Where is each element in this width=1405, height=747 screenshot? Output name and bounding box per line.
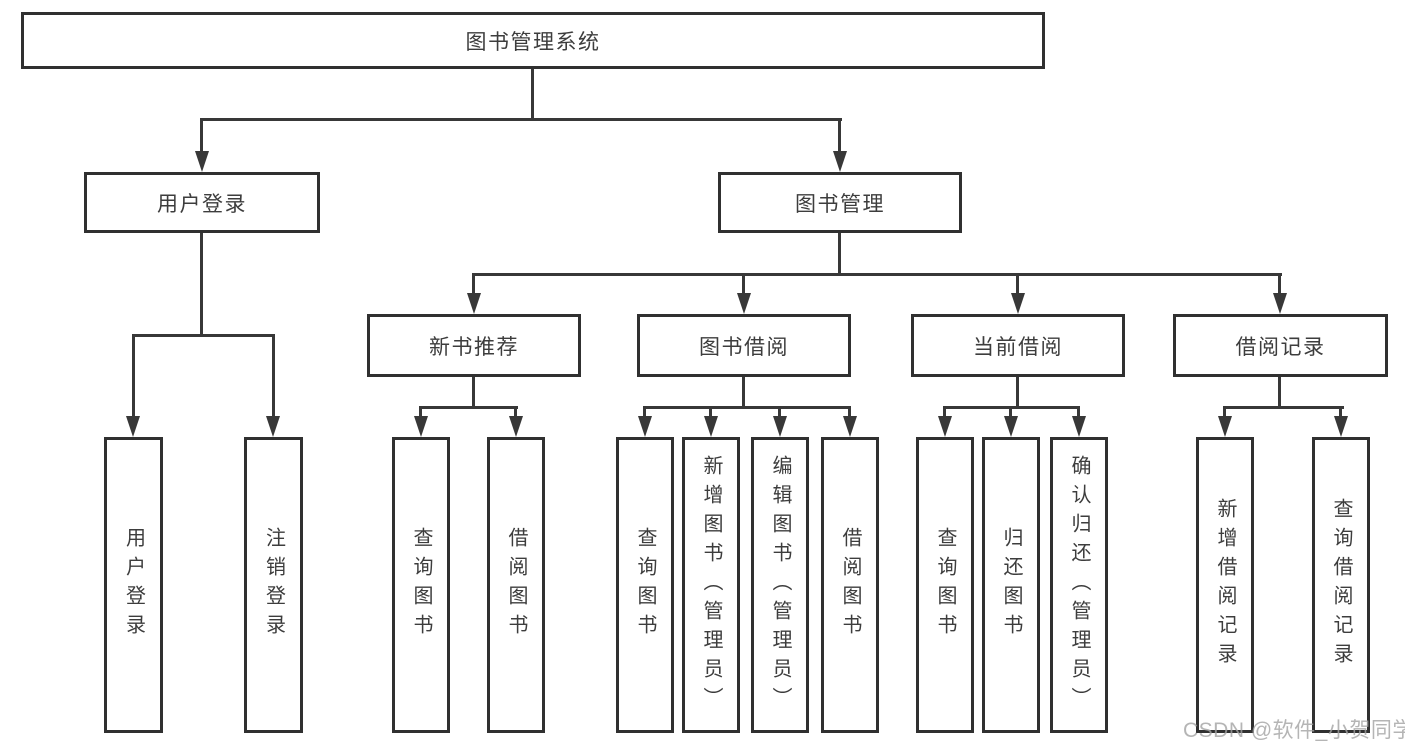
node-label: 借阅图书	[505, 527, 527, 643]
connector-group1-stem	[742, 377, 745, 408]
arrowhead-mgmt-branch	[833, 151, 847, 172]
leaf-logout: 注销登录	[244, 437, 303, 733]
arrowhead-new-book	[467, 293, 481, 314]
connector-user-splitter	[132, 334, 275, 337]
node-borrowing-records: 借阅记录	[1173, 314, 1388, 377]
connector-drop-logout	[272, 334, 275, 417]
arrowhead-group0-leaf1	[509, 416, 523, 437]
connector-drop-group2-leaf1	[1009, 406, 1012, 418]
node-label: 用户登录	[157, 192, 247, 216]
connector-drop-borrow-records	[1278, 273, 1281, 295]
node-label: 查询图书	[934, 527, 956, 643]
csdn-watermark: CSDN @软件_小贺同学	[1183, 719, 1405, 742]
connector-group2-stem	[1016, 377, 1019, 408]
leaf-query-books-recommend: 查询图书	[392, 437, 450, 733]
node-new-book-recommend: 新书推荐	[367, 314, 581, 377]
node-label: 借阅记录	[1235, 335, 1326, 359]
leaf-query-books-current: 查询图书	[916, 437, 974, 733]
connector-group3-stem	[1278, 377, 1281, 408]
node-label: 新增图书（管理员）	[700, 454, 722, 716]
node-label: 新书推荐	[429, 335, 519, 359]
connector-drop-user-branch	[200, 118, 203, 153]
leaf-edit-books-admin: 编辑图书（管理员）	[751, 437, 809, 733]
connector-drop-user-login	[132, 334, 135, 417]
connector-drop-new-book	[472, 273, 475, 295]
node-label: 注销登录	[262, 527, 285, 643]
connector-level2-splitter	[200, 118, 842, 121]
node-book-borrowing: 图书借阅	[637, 314, 851, 377]
connector-drop-group1-leaf3	[848, 406, 851, 418]
arrowhead-group2-leaf1	[1004, 416, 1018, 437]
arrowhead-group2-leaf0	[938, 416, 952, 437]
node-user-login-branch: 用户登录	[84, 172, 320, 233]
connector-drop-group2-leaf2	[1077, 406, 1080, 418]
arrowhead-group1-leaf0	[638, 416, 652, 437]
connector-drop-group0-leaf1	[514, 406, 517, 418]
connector-drop-group3-leaf0	[1223, 406, 1226, 418]
leaf-borrow-books-recommend: 借阅图书	[487, 437, 545, 733]
arrowhead-group1-leaf1	[704, 416, 718, 437]
node-root-library-system: 图书管理系统	[21, 12, 1045, 69]
connector-drop-book-borrow	[742, 273, 745, 295]
arrowhead-group3-leaf1	[1334, 416, 1348, 437]
connector-user-stem	[200, 233, 203, 336]
node-label: 查询借阅记录	[1330, 498, 1352, 672]
arrowhead-group1-leaf2	[773, 416, 787, 437]
node-label: 图书管理	[795, 192, 885, 216]
connector-group1-splitter	[643, 406, 851, 409]
node-label: 编辑图书（管理员）	[769, 454, 791, 716]
node-label: 图书管理系统	[465, 30, 601, 54]
connector-drop-group0-leaf0	[419, 406, 422, 418]
arrowhead-group2-leaf2	[1072, 416, 1086, 437]
connector-root-stem	[531, 69, 534, 120]
leaf-return-books: 归还图书	[982, 437, 1040, 733]
arrowhead-user-login	[126, 416, 140, 437]
node-label: 用户登录	[122, 527, 145, 643]
connector-drop-group1-leaf1	[709, 406, 712, 418]
connector-drop-group1-leaf0	[643, 406, 646, 418]
leaf-add-borrow-record: 新增借阅记录	[1196, 437, 1254, 733]
connector-group0-stem	[472, 377, 475, 408]
node-label: 借阅图书	[839, 527, 861, 643]
arrowhead-book-borrow	[737, 293, 751, 314]
connector-drop-group1-leaf2	[778, 406, 781, 418]
arrowhead-user-branch	[195, 151, 209, 172]
node-label: 新增借阅记录	[1214, 498, 1236, 672]
leaf-query-borrow-record: 查询借阅记录	[1312, 437, 1370, 733]
leaf-user-login: 用户登录	[104, 437, 163, 733]
connector-group3-splitter	[1223, 406, 1344, 409]
node-label: 查询图书	[634, 527, 656, 643]
leaf-query-books-borrowing: 查询图书	[616, 437, 674, 733]
arrowhead-group3-leaf0	[1218, 416, 1232, 437]
node-current-borrowing: 当前借阅	[911, 314, 1125, 377]
connector-group0-splitter	[419, 406, 518, 409]
node-book-management-branch: 图书管理	[718, 172, 962, 233]
arrowhead-logout	[266, 416, 280, 437]
arrowhead-borrow-records	[1273, 293, 1287, 314]
connector-drop-group3-leaf1	[1339, 406, 1342, 418]
connector-mgmt-stem	[838, 233, 841, 275]
leaf-confirm-return-admin: 确认归还（管理员）	[1050, 437, 1108, 733]
leaf-add-books-admin: 新增图书（管理员）	[682, 437, 740, 733]
arrowhead-group0-leaf0	[414, 416, 428, 437]
arrowhead-group1-leaf3	[843, 416, 857, 437]
node-label: 图书借阅	[699, 335, 789, 359]
connector-level3-splitter	[472, 273, 1282, 276]
connector-drop-group2-leaf0	[943, 406, 946, 418]
node-label: 当前借阅	[973, 335, 1063, 359]
leaf-borrow-books: 借阅图书	[821, 437, 879, 733]
arrowhead-current-borrow	[1011, 293, 1025, 314]
node-label: 确认归还（管理员）	[1068, 454, 1090, 716]
connector-drop-current-borrow	[1016, 273, 1019, 295]
node-label: 查询图书	[410, 527, 432, 643]
node-label: 归还图书	[1000, 527, 1022, 643]
connector-drop-mgmt-branch	[838, 118, 841, 153]
